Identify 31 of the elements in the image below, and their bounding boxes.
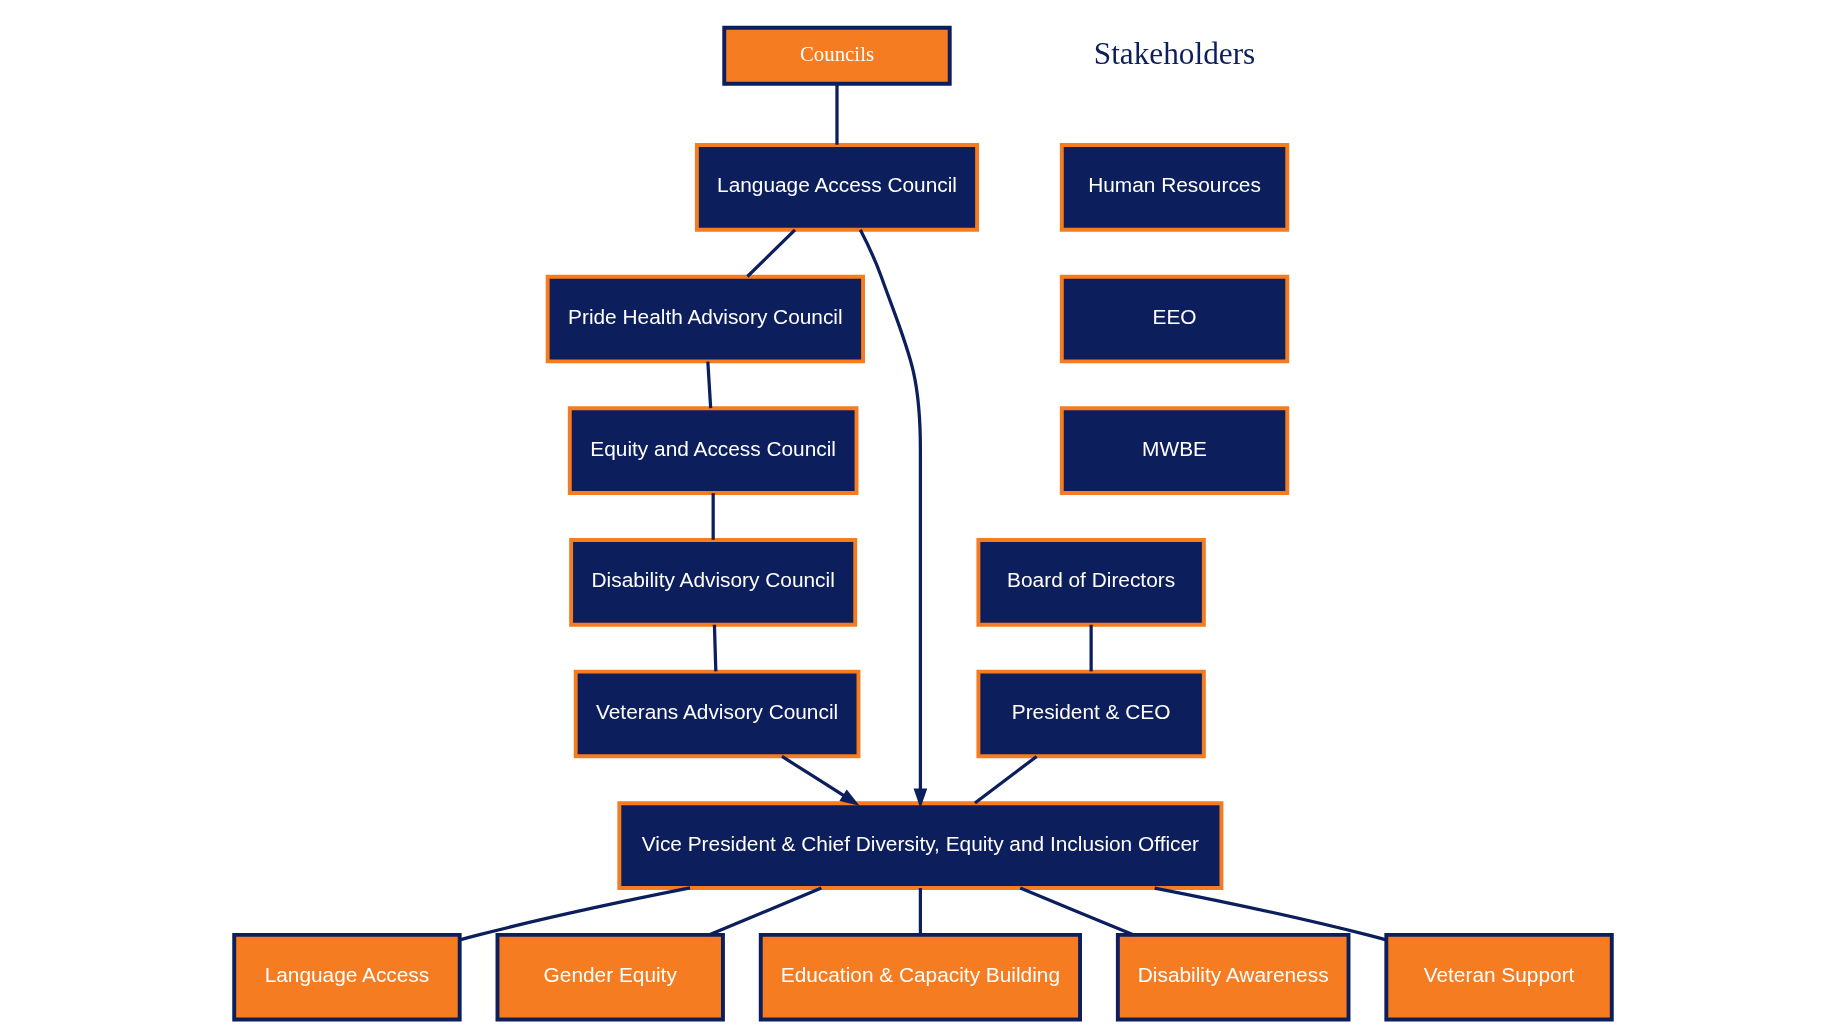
- connector: [745, 228, 796, 278]
- node-box: Education & Capacity Building: [758, 932, 1082, 1022]
- node-box: Disability Advisory Council: [568, 538, 857, 627]
- node-box: Disability Awareness: [1115, 932, 1350, 1022]
- node-box: Veteran Support: [1383, 932, 1614, 1022]
- node-box: President & CEO: [975, 669, 1206, 759]
- node-box: Language Access Council: [694, 143, 979, 232]
- node-box: MWBE: [1059, 406, 1289, 495]
- connector: [1153, 886, 1387, 942]
- node-box: Councils: [721, 25, 952, 86]
- connector: [458, 886, 690, 942]
- connector: [973, 755, 1038, 805]
- node-box: Vice President & Chief Diversity, Equity and Inclusion Officer: [616, 801, 1223, 890]
- connector: [711, 493, 715, 540]
- connector: [705, 361, 712, 409]
- node-box: Veterans Advisory Council: [573, 669, 860, 759]
- connector: [712, 624, 717, 672]
- node-box: Board of Directors: [975, 538, 1206, 627]
- arrow: [858, 229, 927, 809]
- node-box: Human Resources: [1059, 143, 1289, 232]
- connector: [1089, 624, 1093, 672]
- node-box: Pride Health Advisory Council: [545, 274, 865, 364]
- arrow: [780, 755, 860, 806]
- connector: [1019, 886, 1134, 937]
- node-box: Equity and Access Council: [567, 406, 858, 495]
- connector: [834, 83, 839, 145]
- node-box: Gender Equity: [495, 932, 725, 1022]
- node-box: Language Access: [231, 932, 462, 1022]
- label: Stakeholders: [1093, 35, 1255, 71]
- connector: [918, 888, 922, 935]
- node-box: EEO: [1059, 274, 1289, 364]
